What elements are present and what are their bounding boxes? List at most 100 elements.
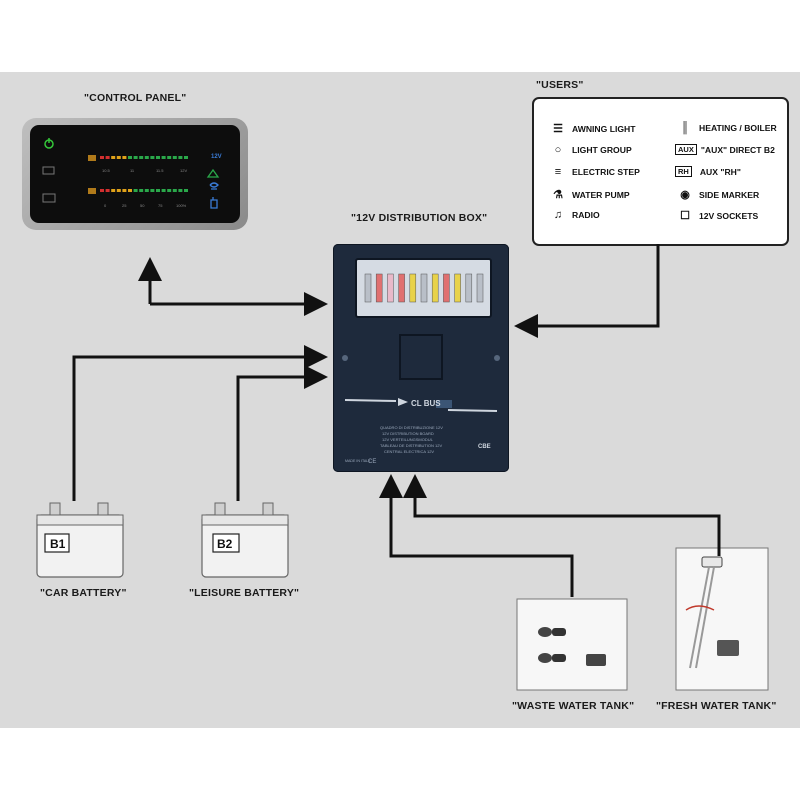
fuse: [398, 273, 405, 303]
pump-icon: [209, 182, 219, 190]
control-panel: 10.5 11 11.5 12V 0 25 50 75 100% 12V: [22, 118, 248, 230]
led-segment: [128, 189, 132, 192]
car-battery: B1: [36, 502, 124, 578]
led-segment: [161, 156, 166, 159]
car-battery-label: "CAR BATTERY": [40, 587, 127, 599]
user-label: AUX "RH": [699, 166, 741, 177]
probe-head-icon: [701, 556, 723, 568]
users-label: "USERS": [536, 79, 584, 91]
led-segment: [116, 156, 121, 159]
user-heating-boiler: ║ HEATING / BOILER: [675, 122, 777, 134]
awning-light-icon: ☰: [553, 123, 563, 135]
led-segment: [111, 156, 116, 159]
tank-icon: [42, 193, 56, 203]
b2-label: B2: [217, 537, 233, 551]
b1-label: B1: [50, 537, 66, 551]
led-segment: [167, 156, 172, 159]
led-segment: [144, 189, 149, 192]
fuse: [465, 273, 473, 303]
fuse: [387, 273, 394, 303]
water-icon: [210, 197, 218, 209]
fuse: [375, 273, 383, 303]
user-label: AWNING LIGHT: [572, 123, 636, 134]
top-scale-3: 12V: [180, 168, 187, 173]
fuse-panel: [355, 258, 492, 318]
waste-water-tank: [516, 598, 628, 691]
led-segment: [100, 156, 104, 159]
user-label: "AUX" DIRECT B2: [700, 144, 775, 155]
aux-icon: AUX: [675, 144, 697, 155]
battery-b2-icon: [88, 188, 96, 194]
bottom-scale-4: 100%: [176, 203, 187, 208]
waste-sensor-icon: [538, 627, 552, 637]
led-segment: [111, 189, 116, 192]
probe-wire: [685, 605, 715, 611]
user-awning-light: ☰ AWNING LIGHT: [548, 122, 636, 135]
led-segment: [139, 156, 144, 159]
distribution-box-label: "12V DISTRIBUTION BOX": [351, 212, 488, 224]
led-segment: [133, 156, 138, 159]
bottom-scale-3: 75: [158, 203, 163, 208]
led-segment: [139, 189, 144, 192]
control-panel-graphics: 10.5 11 11.5 12V 0 25 50 75 100% 12V: [42, 138, 222, 209]
socket-icon: ☐: [680, 210, 690, 222]
user-side-marker: ◉ SIDE MARKER: [675, 188, 759, 201]
led-segment: [167, 189, 172, 192]
user-label: WATER PUMP: [572, 189, 630, 200]
top-scale-0: 10.5: [102, 168, 111, 173]
fuse: [476, 273, 484, 303]
leisure-battery: B2: [201, 502, 289, 578]
tank-level-bar: [100, 189, 188, 192]
rh-icon: RH: [675, 166, 692, 177]
led-segment: [178, 189, 183, 192]
led-segment: [144, 156, 149, 159]
heating-boiler-icon: ║: [681, 122, 689, 134]
user-water-pump: ⚗ WATER PUMP: [548, 188, 630, 201]
led-segment: [184, 156, 188, 159]
probe-rod: [689, 566, 710, 669]
fresh-water-tank: [675, 547, 769, 691]
bottom-scale-2: 50: [140, 203, 145, 208]
control-panel-screen: 10.5 11 11.5 12V 0 25 50 75 100% 12V: [30, 125, 240, 223]
top-scale-1: 11: [130, 168, 135, 173]
voltage-level-bar: [100, 156, 188, 159]
waste-sensor-icon: [538, 653, 552, 663]
led-segment: [172, 189, 177, 192]
led-segment: [184, 189, 188, 192]
battery-b1-icon: [88, 155, 96, 161]
led-segment: [172, 156, 177, 159]
led-segment: [156, 156, 160, 159]
probe-sensor-icon: [717, 640, 739, 656]
led-segment: [161, 189, 166, 192]
led-segment: [105, 189, 110, 192]
fuse: [364, 273, 372, 303]
user-label: SIDE MARKER: [699, 189, 760, 200]
users-box: ☰ AWNING LIGHT ○ LIGHT GROUP ≡ ELECTRIC …: [532, 97, 789, 246]
user-label: LIGHT GROUP: [572, 145, 632, 155]
user-label: 12V SOCKETS: [699, 210, 759, 221]
waste-water-tank-label: "WASTE WATER TANK": [512, 700, 635, 712]
battery-icon: [42, 166, 55, 175]
fuse: [420, 273, 428, 303]
side-marker-icon: ◉: [680, 189, 690, 201]
user-light-group: ○ LIGHT GROUP: [548, 144, 632, 156]
fuse-graphics: [364, 273, 484, 303]
led-segment: [122, 156, 127, 159]
electric-step-icon: ≡: [554, 166, 562, 178]
fuse: [409, 273, 417, 303]
fuse: [443, 273, 450, 303]
signal-icon: [206, 168, 220, 178]
bottom-scale-1: 25: [122, 203, 127, 208]
control-panel-label: "CONTROL PANEL": [84, 92, 187, 104]
user-electric-step: ≡ ELECTRIC STEP: [548, 166, 640, 178]
connector-icon: [586, 654, 606, 666]
user-label: RADIO: [572, 210, 600, 220]
led-segment: [178, 156, 183, 159]
light-group-icon: ○: [554, 144, 562, 156]
bottom-scale-0: 0: [104, 203, 107, 208]
panel-12v-badge: 12V: [211, 154, 222, 160]
user-label: HEATING / BOILER: [699, 123, 777, 133]
user-label: ELECTRIC STEP: [572, 167, 640, 177]
leisure-battery-label: "LEISURE BATTERY": [189, 587, 300, 599]
